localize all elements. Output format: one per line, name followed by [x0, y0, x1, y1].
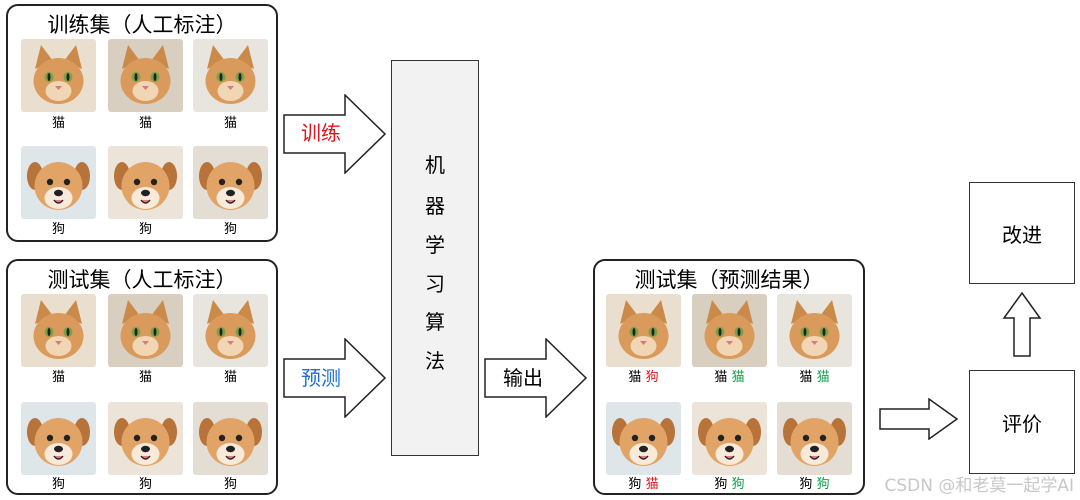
train-label-3: 猫 — [223, 116, 237, 131]
result-image-3 — [777, 294, 852, 367]
test-label-6: 狗 — [223, 477, 237, 492]
train-image-3 — [193, 39, 268, 112]
train-arrow — [283, 94, 387, 174]
algo-char: 算 — [425, 310, 445, 334]
improve-arrow — [1002, 292, 1042, 357]
train-label-6: 狗 — [223, 222, 237, 237]
cat-icon — [193, 39, 268, 112]
train-image-5 — [108, 146, 183, 219]
test-label-2: 猫 — [138, 370, 152, 385]
cat-icon — [21, 294, 96, 367]
result-image-1 — [606, 294, 681, 367]
algo-char: 法 — [425, 349, 445, 373]
cat-icon — [777, 294, 852, 367]
ml-algorithm-box: 机 器 学 习 算 法 — [391, 60, 479, 456]
result-image-2 — [692, 294, 767, 367]
result-image-6 — [777, 402, 852, 475]
test-image-6 — [193, 402, 268, 475]
train-image-2 — [108, 39, 183, 112]
truth-label: 狗 — [628, 477, 642, 492]
result-image-4 — [606, 402, 681, 475]
improve-box: 改进 — [969, 182, 1075, 284]
result-image-5 — [692, 402, 767, 475]
result-label-5: 狗 狗 — [692, 477, 767, 493]
prediction-label: 狗 — [645, 370, 659, 385]
test-label-5: 狗 — [138, 477, 152, 492]
algo-char: 器 — [425, 194, 445, 218]
train-arrow-label: 训练 — [301, 121, 341, 145]
result-panel-title: 测试集（预测结果） — [634, 268, 824, 292]
result-label-4: 狗 猫 — [606, 477, 681, 493]
result-label-3: 猫 猫 — [777, 370, 852, 386]
dog-icon — [108, 146, 183, 219]
dog-icon — [21, 402, 96, 475]
predict-arrow — [283, 338, 387, 418]
train-label-4: 狗 — [51, 222, 65, 237]
prediction-label: 猫 — [816, 370, 830, 385]
result-label-6: 狗 狗 — [777, 477, 852, 493]
truth-label: 猫 — [799, 370, 813, 385]
truth-label: 狗 — [714, 477, 728, 492]
train-image-6 — [193, 146, 268, 219]
cat-icon — [193, 294, 268, 367]
cat-icon — [108, 294, 183, 367]
dog-icon — [777, 402, 852, 475]
test-label-3: 猫 — [223, 370, 237, 385]
dog-icon — [692, 402, 767, 475]
dog-icon — [193, 402, 268, 475]
test-panel: 测试集（人工标注） 猫 猫 猫 — [6, 259, 278, 495]
train-label-1: 猫 — [51, 116, 65, 131]
algo-char: 机 — [425, 153, 445, 177]
algo-char: 学 — [425, 233, 445, 257]
truth-label: 狗 — [799, 477, 813, 492]
test-panel-title: 测试集（人工标注） — [47, 268, 237, 292]
result-label-1: 猫 狗 — [606, 370, 681, 386]
train-label-5: 狗 — [138, 222, 152, 237]
prediction-label: 狗 — [731, 477, 745, 492]
output-arrow — [484, 338, 588, 418]
evaluate-box: 评价 — [969, 370, 1075, 474]
evaluate-arrow — [879, 398, 959, 440]
algo-char: 习 — [425, 272, 445, 296]
test-label-1: 猫 — [51, 370, 65, 385]
test-image-4 — [21, 402, 96, 475]
cat-icon — [606, 294, 681, 367]
output-arrow-label: 输出 — [503, 366, 543, 390]
cat-icon — [21, 39, 96, 112]
test-image-2 — [108, 294, 183, 367]
train-panel: 训练集（人工标注） 猫 猫 猫 — [6, 4, 278, 242]
truth-label: 猫 — [628, 370, 642, 385]
prediction-label: 狗 — [816, 477, 830, 492]
prediction-label: 猫 — [645, 477, 659, 492]
dog-icon — [606, 402, 681, 475]
truth-label: 猫 — [714, 370, 728, 385]
prediction-label: 猫 — [731, 370, 745, 385]
cat-icon — [692, 294, 767, 367]
test-label-4: 狗 — [51, 477, 65, 492]
dog-icon — [108, 402, 183, 475]
result-panel: 测试集（预测结果） 猫 狗 猫 猫 猫 猫 — [593, 259, 865, 495]
train-panel-title: 训练集（人工标注） — [47, 13, 237, 37]
result-label-2: 猫 猫 — [692, 370, 767, 386]
test-image-5 — [108, 402, 183, 475]
cat-icon — [108, 39, 183, 112]
train-image-4 — [21, 146, 96, 219]
dog-icon — [193, 146, 268, 219]
watermark: CSDN @和老莫一起学AI — [884, 476, 1074, 496]
predict-arrow-label: 预测 — [301, 366, 341, 390]
test-image-3 — [193, 294, 268, 367]
test-image-1 — [21, 294, 96, 367]
dog-icon — [21, 146, 96, 219]
train-label-2: 猫 — [138, 116, 152, 131]
train-image-1 — [21, 39, 96, 112]
